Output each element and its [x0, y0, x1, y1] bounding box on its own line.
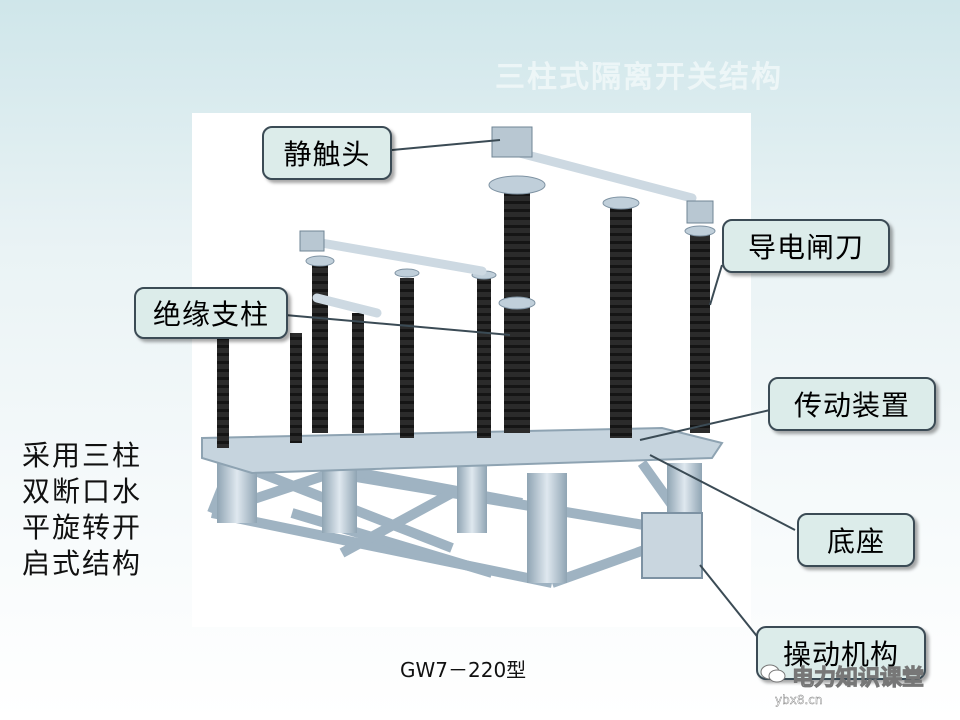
watermark-url: ybx8.cn [775, 693, 823, 707]
model-caption: GW7－220型 [400, 658, 527, 682]
callout-insulating-pillar: 绝缘支柱 [134, 287, 288, 339]
callout-static-contact: 静触头 [262, 126, 392, 180]
note-line: 采用三柱 [22, 439, 143, 472]
callout-base: 底座 [797, 513, 915, 567]
wechat-icon [760, 663, 786, 689]
disconnector-photo [192, 113, 751, 627]
structure-note: 采用三柱 双断口水 平旋转开 启式结构 [22, 438, 172, 582]
callout-transmission-device: 传动装置 [768, 377, 936, 431]
insulators-front [504, 193, 710, 438]
watermark: 电力知识课堂 [760, 660, 925, 692]
callout-operating-mechanism: 操动机构 [756, 626, 926, 680]
note-line: 双断口水 [22, 475, 143, 508]
slide-title-faint: 三柱式隔离开关结构 [495, 60, 783, 95]
watermark-text: 电力知识课堂 [791, 666, 925, 692]
note-line: 启式结构 [22, 547, 143, 580]
note-line: 平旋转开 [22, 511, 143, 544]
insulators-middle [312, 263, 491, 438]
insulators-back [217, 313, 364, 448]
callout-conductive-blade: 导电闸刀 [722, 219, 890, 273]
conductive-blades [305, 146, 697, 318]
